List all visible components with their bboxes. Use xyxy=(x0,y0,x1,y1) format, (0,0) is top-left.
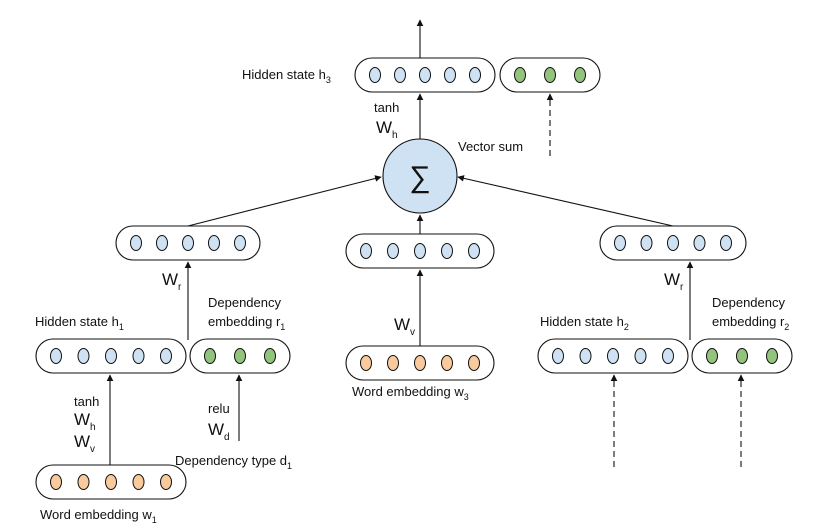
vector-element xyxy=(414,355,426,371)
vector-element xyxy=(182,235,194,251)
vector-center-transformed xyxy=(345,233,495,269)
vector-dependency-r2 xyxy=(691,338,793,374)
vector-element xyxy=(132,474,145,490)
vector-element xyxy=(77,474,90,490)
vector-element xyxy=(441,243,453,259)
vector-left-transformed xyxy=(115,225,261,261)
vector-element xyxy=(736,348,748,364)
vector-element xyxy=(514,67,526,83)
label-dep-embed-r1-line1: Dependency xyxy=(208,295,281,310)
vector-hidden-h1 xyxy=(35,338,187,374)
vector-element xyxy=(468,355,480,371)
label-hidden-state-h3: Hidden state h3 xyxy=(242,67,331,85)
vector-element xyxy=(160,348,172,364)
label-tanh-left: tanh xyxy=(74,394,99,409)
label-tanh-top: tanh xyxy=(374,100,399,115)
label-dep-embed-r2-line1: Dependency xyxy=(712,295,785,310)
vector-element xyxy=(369,67,381,83)
vector-element xyxy=(105,348,117,364)
vector-element xyxy=(667,235,679,251)
label-wr-left: Wr xyxy=(162,270,182,293)
vector-dependency-top xyxy=(499,57,601,93)
vector-element xyxy=(574,67,586,83)
vector-element xyxy=(204,348,216,364)
label-word-embedding-w3: Word embedding w3 xyxy=(352,384,469,402)
vector-element xyxy=(360,243,372,259)
vector-element xyxy=(614,235,626,251)
vector-element xyxy=(414,243,426,259)
vector-element xyxy=(387,355,399,371)
label-word-embedding-w1: Word embedding w1 xyxy=(40,507,157,525)
label-dep-embed-r1-line2: embedding r1 xyxy=(208,314,285,332)
vector-element xyxy=(544,67,556,83)
vector-element xyxy=(766,348,778,364)
vector-dependency-r1 xyxy=(189,338,291,374)
vector-element xyxy=(706,348,718,364)
vector-element xyxy=(634,348,647,364)
label-dependency-type-d1: Dependency type d1 xyxy=(175,453,292,471)
vector-element xyxy=(156,235,168,251)
label-wd: Wd xyxy=(208,420,230,443)
vector-element xyxy=(469,67,481,83)
vector-element xyxy=(419,67,431,83)
arrow-right-to-sum xyxy=(457,175,674,227)
vector-element xyxy=(640,235,653,251)
label-wh-top: Wh xyxy=(376,118,398,141)
vector-element xyxy=(394,67,406,83)
vector-element xyxy=(50,474,62,490)
sigma-symbol: ∑ xyxy=(409,161,430,194)
vector-element xyxy=(77,348,90,364)
vector-element xyxy=(662,348,674,364)
vector-element xyxy=(130,235,142,251)
label-wv-center: Wv xyxy=(394,315,415,338)
vector-hidden-h2 xyxy=(537,338,689,374)
vector-sum-node xyxy=(382,138,458,214)
vector-element xyxy=(105,474,117,490)
label-hidden-state-h1: Hidden state h1 xyxy=(35,314,124,332)
label-hidden-state-h2: Hidden state h2 xyxy=(540,314,629,332)
vector-element xyxy=(444,67,456,83)
vector-element xyxy=(720,235,732,251)
vector-word-embedding-w3 xyxy=(345,345,495,381)
label-dep-embed-r2-line2: embedding r2 xyxy=(712,314,789,332)
arrow-left-to-sum xyxy=(187,175,382,227)
vector-element xyxy=(264,348,276,364)
vector-element xyxy=(50,348,62,364)
label-wh-left: Wh xyxy=(74,410,96,433)
label-relu: relu xyxy=(208,401,230,416)
label-wv-left: Wv xyxy=(74,432,95,455)
vector-element xyxy=(160,474,172,490)
vector-element xyxy=(234,235,246,251)
label-wr-right: Wr xyxy=(664,270,684,293)
vector-word-embedding-w1 xyxy=(35,464,187,500)
vector-element xyxy=(234,348,246,364)
label-vector-sum: Vector sum xyxy=(458,139,523,154)
vector-element xyxy=(552,348,564,364)
vector-element xyxy=(387,243,399,259)
vector-hidden-h3 xyxy=(354,57,496,93)
vector-element xyxy=(607,348,619,364)
vector-element xyxy=(579,348,592,364)
vector-element xyxy=(441,355,453,371)
vector-element xyxy=(208,235,220,251)
vector-element xyxy=(693,235,706,251)
vector-element xyxy=(132,348,145,364)
vector-element xyxy=(468,243,480,259)
vector-element xyxy=(360,355,372,371)
vector-right-transformed xyxy=(599,225,747,261)
